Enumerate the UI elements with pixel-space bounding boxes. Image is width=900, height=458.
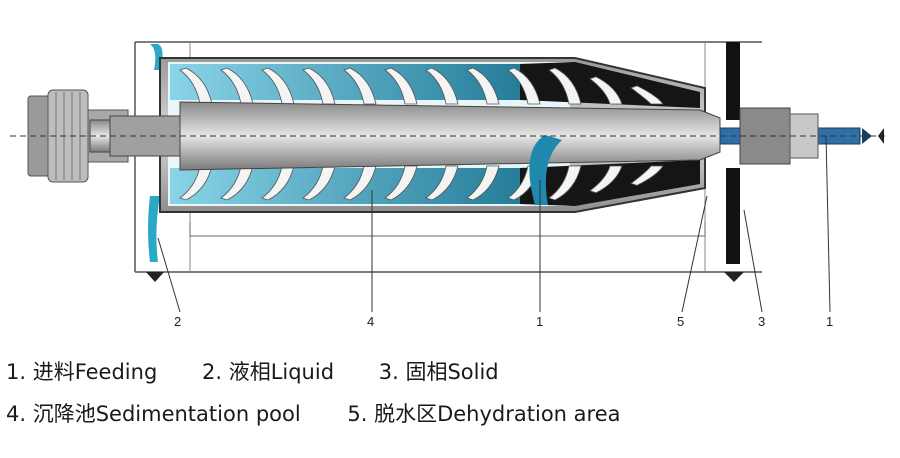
screw-flight (343, 67, 377, 105)
callout-label-3: 3 (758, 314, 765, 329)
legend-item-sedimentation-pool: 4. 沉降池Sedimentation pool (6, 402, 301, 426)
screw-flight (425, 67, 459, 105)
legend-row-1: 1. 进料Feeding 2. 液相Liquid 3. 固相Solid (6, 356, 499, 386)
legend-item-solid: 3. 固相Solid (378, 360, 499, 384)
callout-lines (157, 135, 831, 313)
feed-stream (529, 135, 562, 205)
screw-flight (507, 67, 541, 105)
screw-flight (630, 85, 664, 105)
callout-label-1-inlet: 1 (826, 314, 833, 329)
screw-flight (466, 165, 500, 201)
screw-flight (548, 67, 582, 105)
legend-row-2: 4. 沉降池Sedimentation pool 5. 脱水区Dehydrati… (6, 398, 620, 428)
screw-flight (589, 76, 623, 105)
callout-label-1-feed: 1 (536, 314, 543, 329)
screw-flight (466, 67, 500, 105)
screw-flight (630, 165, 664, 186)
screw-flight (548, 165, 582, 201)
legend-item-liquid: 2. 液相Liquid (201, 360, 335, 384)
centrifuge-diagram: 2 4 1 5 3 1 (10, 41, 885, 329)
screw-flight (425, 165, 459, 201)
solid-discharge (724, 42, 744, 282)
screw-flight (384, 67, 418, 105)
screw-conveyor (179, 67, 664, 201)
callout-label-4: 4 (367, 314, 374, 329)
callout-label-2: 2 (174, 314, 181, 329)
legend-item-feeding: 1. 进料Feeding (6, 360, 158, 384)
legend-item-dehydration-area: 5. 脱水区Dehydration area (347, 402, 621, 426)
screw-flight (589, 165, 623, 194)
callout-label-5: 5 (677, 314, 684, 329)
